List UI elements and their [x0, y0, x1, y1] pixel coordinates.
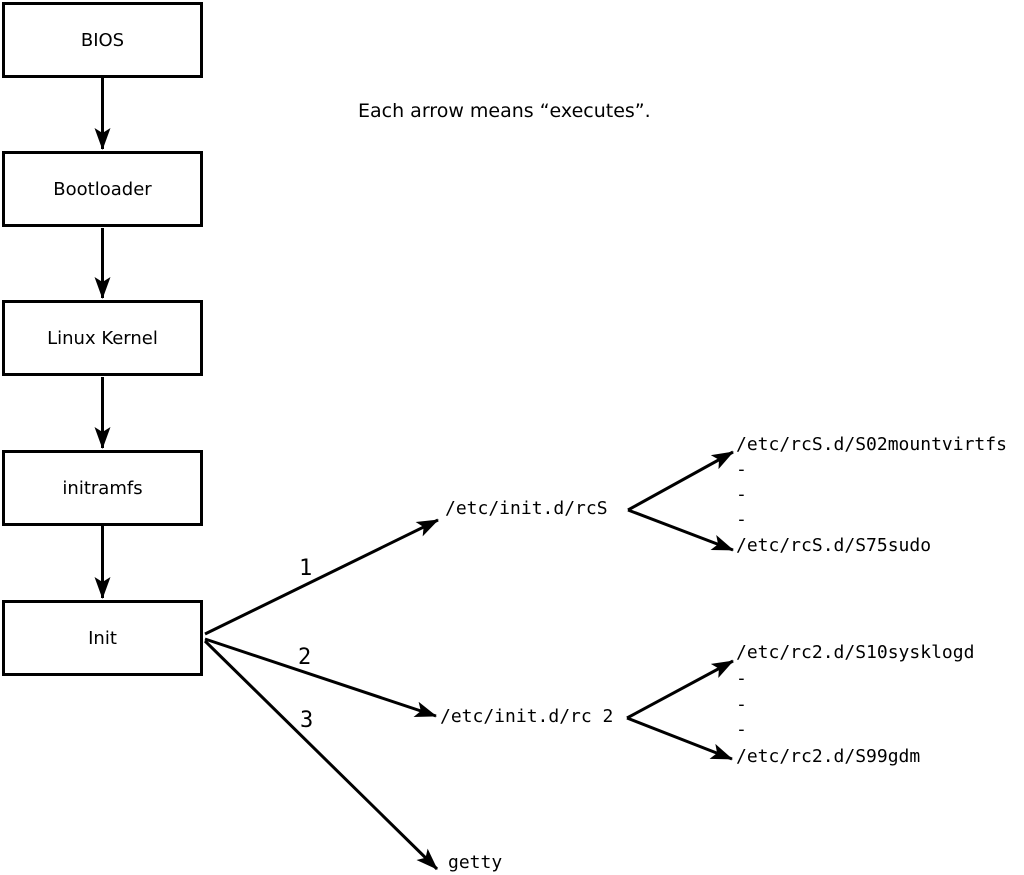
arrow-rc2-first — [626, 659, 734, 720]
node-init-label: Init — [88, 627, 117, 649]
node-bootloader: Bootloader — [2, 151, 203, 227]
node-getty: getty — [448, 852, 503, 873]
node-linux-kernel: Linux Kernel — [2, 300, 203, 376]
ellipsis-dash: - — [736, 668, 747, 689]
legend-note: Each arrow means “executes”. — [358, 100, 651, 122]
ellipsis-dash: - — [736, 459, 747, 480]
node-rc2-last-service: /etc/rc2.d/S99gdm — [736, 746, 921, 767]
ellipsis-dash: - — [736, 484, 747, 505]
node-bios: BIOS — [2, 2, 203, 78]
node-rcs-last-service: /etc/rcS.d/S75sudo — [736, 535, 932, 556]
node-init: Init — [2, 600, 203, 676]
arrow-init-getty — [203, 639, 439, 871]
ellipsis-dash: - — [736, 694, 747, 715]
node-rcs-first-service: /etc/rcS.d/S02mountvirtfs — [736, 434, 1007, 455]
ellipsis-dash: - — [736, 719, 747, 740]
node-initramfs-label: initramfs — [62, 477, 143, 499]
arrow-init-rc2 — [204, 637, 437, 718]
node-rcs-script: /etc/init.d/rcS — [445, 498, 608, 519]
node-initramfs: initramfs — [2, 450, 203, 526]
node-linux-kernel-label: Linux Kernel — [47, 327, 158, 349]
node-bootloader-label: Bootloader — [53, 178, 152, 200]
arrow-rcs-last — [627, 508, 734, 552]
arrow-label-3: 3 — [300, 708, 314, 733]
arrow-label-1: 1 — [299, 556, 313, 581]
arrow-init-rcs — [204, 518, 439, 636]
node-bios-label: BIOS — [80, 29, 125, 51]
node-rc2-first-service: /etc/rc2.d/S10sysklogd — [736, 642, 975, 663]
arrow-rc2-last — [626, 716, 733, 761]
ellipsis-dash: - — [736, 509, 747, 530]
arrow-rcs-first — [627, 450, 734, 512]
arrow-label-2: 2 — [298, 645, 312, 670]
node-rc2-script: /etc/init.d/rc 2 — [440, 706, 614, 727]
